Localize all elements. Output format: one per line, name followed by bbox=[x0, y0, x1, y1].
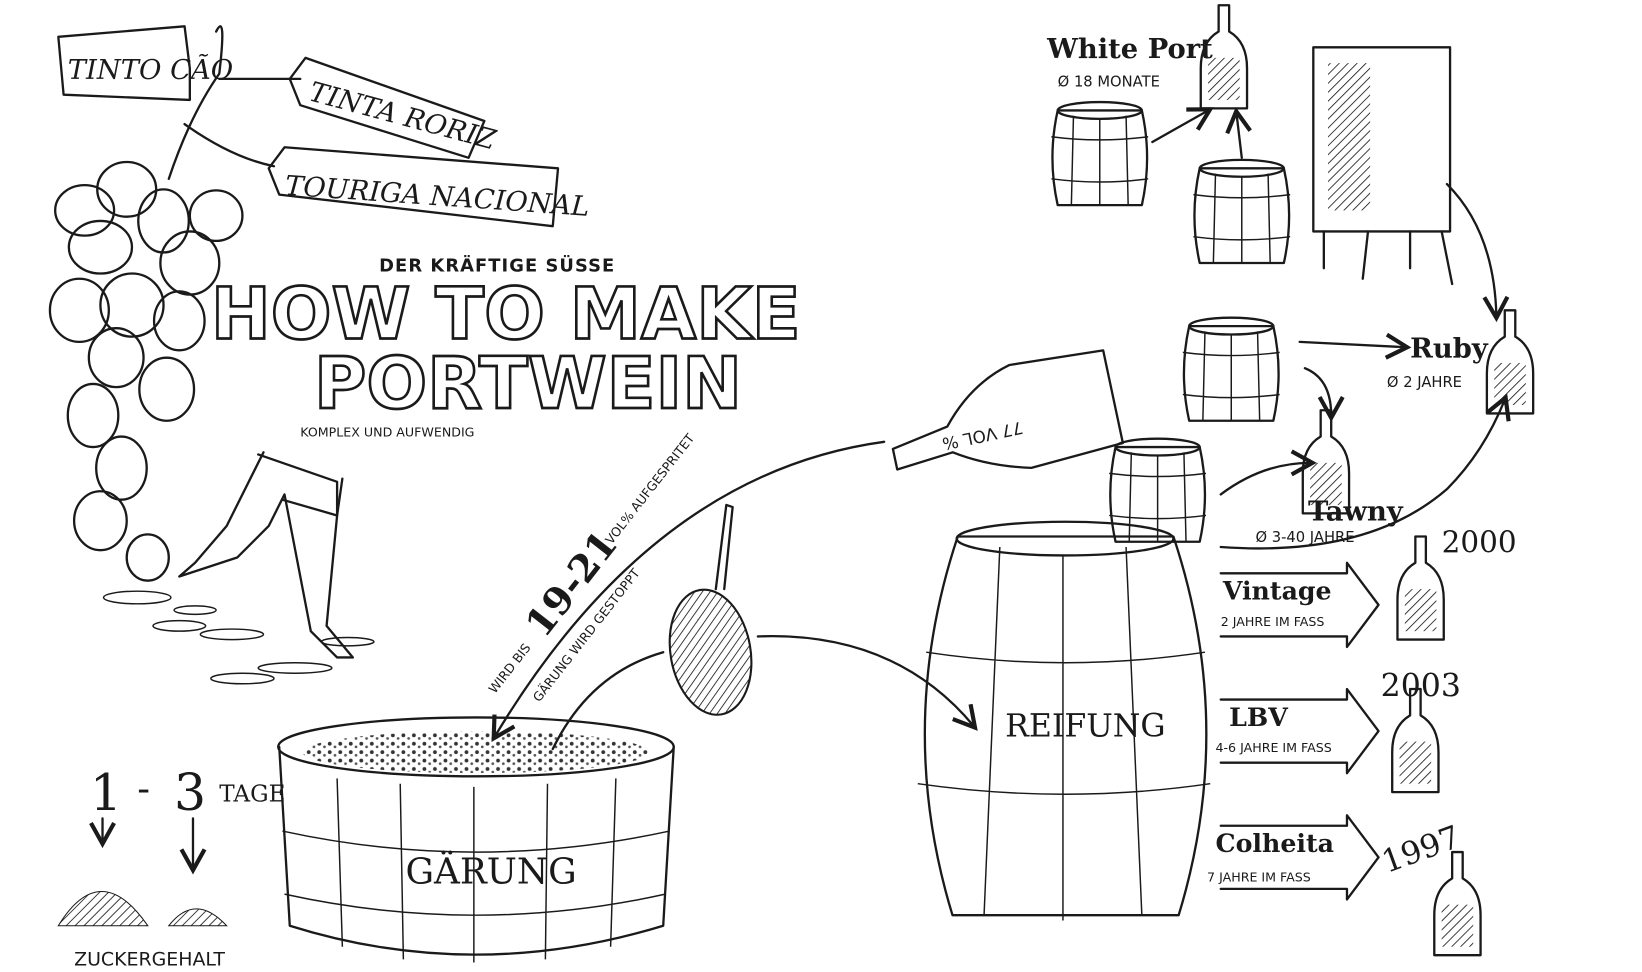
to-maturation-arrow bbox=[756, 635, 978, 731]
flow-arrows bbox=[1151, 107, 1511, 901]
spirit-bottle: 77 VOL % bbox=[891, 349, 1125, 471]
svg-text:Ø 3-40 JAHRE: Ø 3-40 JAHRE bbox=[1255, 529, 1354, 546]
sugar-label: ZUCKERGEHALT bbox=[74, 949, 225, 971]
vat-label: GÄRUNG bbox=[405, 851, 576, 893]
fermentation-duration: 1 - 3 TAGE ZUCKERGEHALT bbox=[57, 763, 286, 971]
fermentation-vat: GÄRUNG bbox=[277, 716, 675, 963]
maturation-label: REIFUNG bbox=[1005, 708, 1166, 744]
grape-tag-touriga-nacional: TOURIGA NACIONAL bbox=[267, 146, 590, 228]
barrel-white-port-2 bbox=[1192, 158, 1292, 265]
grape-cluster bbox=[48, 25, 302, 582]
style-tawny: Tawny Ø 3-40 JAHRE bbox=[1255, 409, 1404, 546]
svg-text:Colheita: Colheita bbox=[1215, 828, 1334, 858]
bottle-icon bbox=[1396, 535, 1445, 641]
grape-label: TOURIGA NACIONAL bbox=[284, 171, 590, 223]
barrel-ruby bbox=[1181, 316, 1281, 422]
style-colheita: Colheita 7 JAHRE IM FASS 1997 bbox=[1207, 819, 1482, 957]
svg-text:Tawny: Tawny bbox=[1308, 496, 1404, 528]
style-white-port: White Port Ø 18 MONATE bbox=[1046, 4, 1249, 110]
steel-tank bbox=[1312, 46, 1454, 286]
svg-text:TAGE: TAGE bbox=[219, 782, 285, 808]
style-vintage: Vintage 2 JAHRE IM FASS 2000 bbox=[1221, 525, 1517, 641]
svg-text:4-6 JAHRE IM FASS: 4-6 JAHRE IM FASS bbox=[1215, 740, 1331, 755]
style-lbv: LBV 4-6 JAHRE IM FASS 2003 bbox=[1215, 668, 1461, 794]
strainer-arrow bbox=[551, 651, 665, 751]
vintage-year: 2000 bbox=[1442, 525, 1517, 559]
svg-text:2 JAHRE IM FASS: 2 JAHRE IM FASS bbox=[1221, 614, 1325, 629]
fortify-arrow bbox=[491, 440, 886, 743]
spirit-bottle-label: 77 VOL % bbox=[941, 418, 1025, 455]
grape-tag-tinta-roriz: TINTA RORIZ bbox=[288, 56, 500, 159]
heading-subtitle: KOMPLEX UND AUFWENDIG bbox=[300, 425, 474, 440]
sugar-pile-low bbox=[167, 908, 228, 927]
svg-text:1: 1 bbox=[90, 763, 122, 822]
grape-label: TINTO CÃO bbox=[68, 53, 233, 86]
heading-line-1: HOW TO MAKE bbox=[211, 273, 801, 356]
stomping-legs-illustration bbox=[102, 451, 375, 685]
heading-kicker: DER KRÄFTIGE SÜSSE bbox=[379, 254, 615, 276]
lbv-year: 2003 bbox=[1381, 668, 1461, 704]
grape-tag-tinto-cao: TINTO CÃO bbox=[57, 25, 233, 102]
svg-text:-: - bbox=[137, 767, 150, 811]
svg-text:Ø 2 JAHRE: Ø 2 JAHRE bbox=[1387, 374, 1462, 391]
style-ruby: Ruby Ø 2 JAHRE bbox=[1387, 309, 1535, 415]
bottle-icon bbox=[1485, 309, 1535, 415]
maturation-barrel: REIFUNG bbox=[917, 520, 1211, 921]
svg-text:White Port: White Port bbox=[1046, 33, 1213, 65]
svg-text:Ruby: Ruby bbox=[1410, 333, 1489, 365]
svg-text:Vintage: Vintage bbox=[1222, 576, 1332, 606]
bottle-icon bbox=[1433, 850, 1482, 957]
svg-text:Ø 18 MONATE: Ø 18 MONATE bbox=[1058, 73, 1160, 90]
barrel-white-port bbox=[1050, 100, 1150, 207]
bottle-icon bbox=[1391, 687, 1440, 794]
strainer-illustration bbox=[668, 503, 753, 716]
svg-text:3: 3 bbox=[174, 763, 206, 822]
heading-line-2: PORTWEIN bbox=[314, 342, 742, 425]
sugar-pile-high bbox=[57, 891, 149, 927]
barrel-tawny bbox=[1108, 437, 1208, 543]
svg-text:7 JAHRE IM FASS: 7 JAHRE IM FASS bbox=[1207, 870, 1311, 885]
svg-text:LBV: LBV bbox=[1229, 702, 1288, 732]
svg-text:VOL% AUFGESPRITET: VOL% AUFGESPRITET bbox=[602, 431, 698, 547]
